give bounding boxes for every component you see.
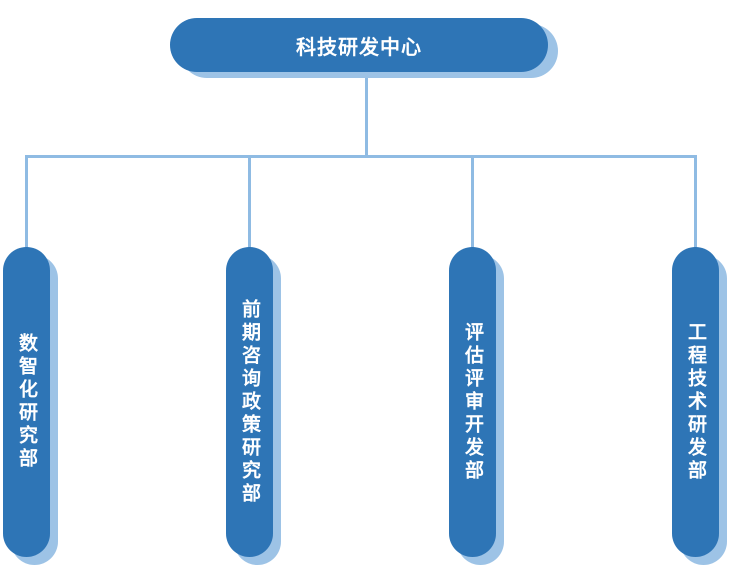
connector-drop-4: [694, 158, 697, 253]
dept-label-3: 评估评审开发部: [462, 321, 483, 483]
dept-node-3[interactable]: 评估评审开发部: [449, 247, 496, 557]
dept-node-1[interactable]: 数智化研究部: [3, 247, 50, 557]
org-root-label: 科技研发中心: [296, 36, 422, 59]
org-root-node[interactable]: 科技研发中心: [170, 18, 548, 72]
dept-label-4: 工程技术研发部: [685, 321, 706, 483]
dept-node-2[interactable]: 前期咨询政策研究部: [226, 247, 273, 557]
connector-drop-1: [25, 158, 28, 253]
connector-root-stub: [365, 70, 368, 158]
connector-horizontal: [25, 155, 697, 158]
connector-drop-2: [248, 158, 251, 253]
connector-drop-3: [471, 158, 474, 253]
dept-label-2: 前期咨询政策研究部: [239, 298, 260, 506]
dept-label-1: 数智化研究部: [16, 333, 37, 471]
dept-node-4[interactable]: 工程技术研发部: [672, 247, 719, 557]
